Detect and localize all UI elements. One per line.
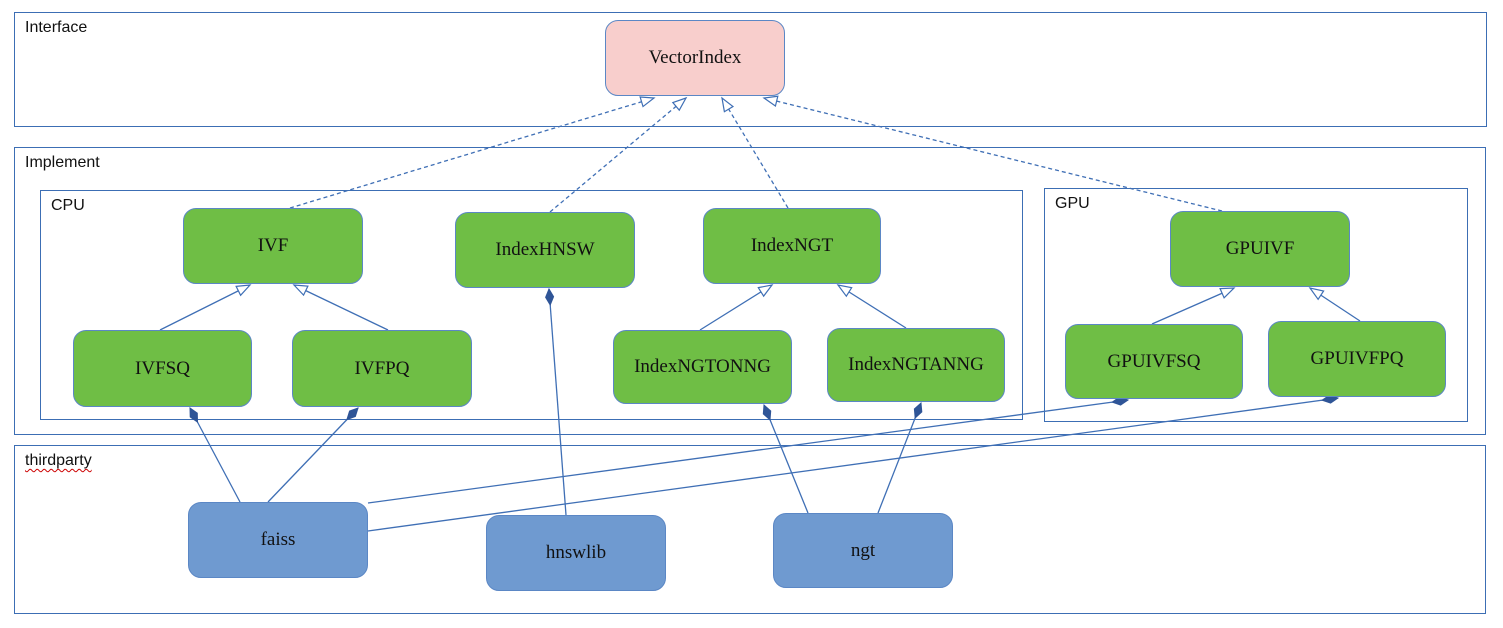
node-label-ivf: IVF — [257, 235, 289, 256]
node-label-indexngt: IndexNGT — [750, 235, 834, 256]
connector-faiss-to-gpuivfsq-compose[interactable] — [367, 396, 1130, 504]
connector-gpuivfsq-to-gpuivf-inherit[interactable] — [1151, 287, 1236, 325]
node-label-ngt: ngt — [850, 539, 876, 561]
connector-gpuivfpq-to-gpuivf-inherit[interactable] — [1308, 287, 1361, 322]
connector-indexngtonng-to-indexngt-inherit[interactable] — [699, 284, 774, 331]
section-label-gpu: GPU — [1055, 195, 1090, 212]
node-vectorindex[interactable]: VectorIndex — [605, 20, 785, 96]
section-cpu[interactable]: CPU — [40, 190, 1023, 420]
connector-ivf-to-vectorindex-realize[interactable] — [289, 96, 656, 209]
connector-indexhnsw-to-vectorindex-realize[interactable] — [549, 96, 688, 213]
connector-faiss-to-ivfsq-compose[interactable] — [189, 407, 241, 503]
node-label-hnswlib: hnswlib — [545, 542, 607, 563]
node-label-gpuivfsq: GPUIVFSQ — [1107, 350, 1201, 372]
node-label-gpuivf: GPUIVF — [1225, 238, 1295, 259]
node-ivfsq[interactable]: IVFSQ — [73, 330, 252, 407]
node-indexngt[interactable]: IndexNGT — [703, 208, 881, 284]
section-label-implement: Implement — [25, 154, 100, 171]
node-label-vectorindex: VectorIndex — [648, 47, 742, 68]
connector-indexngt-to-vectorindex-realize[interactable] — [721, 96, 789, 209]
node-ivfpq[interactable]: IVFPQ — [292, 330, 472, 407]
section-implement[interactable]: Implement — [14, 147, 1486, 435]
connector-ivfsq-to-ivf-inherit[interactable] — [159, 284, 252, 331]
node-label-faiss: faiss — [260, 529, 296, 550]
connector-indexngtanng-to-indexngt-inherit[interactable] — [836, 284, 907, 329]
node-ngt[interactable]: ngt — [773, 513, 953, 588]
section-gpu[interactable]: GPU — [1044, 188, 1468, 422]
node-ivf[interactable]: IVF — [183, 208, 363, 284]
connector-gpuivf-to-vectorindex-realize[interactable] — [762, 95, 1223, 212]
section-thirdparty[interactable]: thirdparty — [14, 445, 1486, 614]
node-indexngtanng[interactable]: IndexNGTANNG — [827, 328, 1005, 402]
section-label-thirdparty: thirdparty — [25, 452, 92, 469]
node-gpuivf[interactable]: GPUIVF — [1170, 211, 1350, 287]
node-faiss[interactable]: faiss — [188, 502, 368, 578]
connector-faiss-to-ivfpq-compose[interactable] — [267, 407, 359, 503]
node-label-indexngtonng: IndexNGTONNG — [634, 356, 771, 377]
node-label-ivfsq: IVFSQ — [135, 357, 190, 379]
connector-ivfpq-to-ivf-inherit[interactable] — [292, 284, 389, 331]
node-gpuivfsq[interactable]: GPUIVFSQ — [1065, 324, 1243, 399]
section-interface[interactable]: Interface — [14, 12, 1487, 127]
node-label-gpuivfpq: GPUIVFPQ — [1310, 348, 1404, 369]
node-gpuivfpq[interactable]: GPUIVFPQ — [1268, 321, 1446, 397]
node-hnswlib[interactable]: hnswlib — [486, 515, 666, 591]
section-label-cpu: CPU — [51, 197, 85, 214]
connector-ngt-to-indexngtonng-compose[interactable] — [762, 403, 809, 514]
section-label-interface: Interface — [25, 19, 88, 36]
node-label-ivfpq: IVFPQ — [354, 357, 410, 379]
node-indexngtonng[interactable]: IndexNGTONNG — [613, 330, 792, 404]
connector-hnswlib-to-indexhnsw-compose[interactable] — [545, 287, 567, 516]
node-label-indexngtanng: IndexNGTANNG — [848, 354, 984, 375]
connector-faiss-to-gpuivfpq-compose[interactable] — [367, 394, 1340, 532]
node-indexhnsw[interactable]: IndexHNSW — [455, 212, 635, 288]
node-label-indexhnsw: IndexHNSW — [495, 239, 595, 260]
